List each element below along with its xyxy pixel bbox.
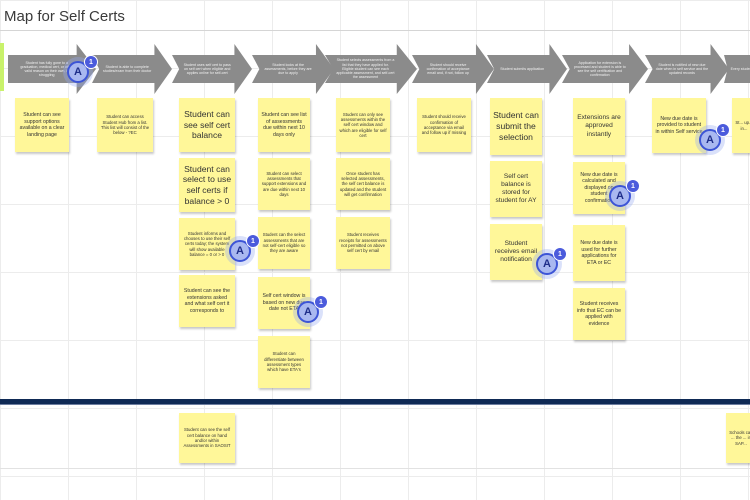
collaborator-count-badge: 1 <box>716 123 730 137</box>
sticky-note[interactable]: Student can see list of assessments due … <box>258 98 310 152</box>
step-text: Student looks at the assessments, before… <box>264 62 312 76</box>
lane-divider-shadow <box>0 404 750 405</box>
collaborator-count-badge: 1 <box>626 179 640 193</box>
collaborator-count-badge: 1 <box>314 295 328 309</box>
step-text: Student is notified of new due date when… <box>655 62 709 76</box>
sticky-note[interactable]: Student can submit the selection <box>490 98 542 155</box>
sticky-note[interactable]: Student can see the self cert balance on… <box>179 413 235 463</box>
sticky-note[interactable]: Self cert balance is stored for student … <box>490 161 542 217</box>
collaborator-avatar[interactable]: A <box>699 129 721 151</box>
sticky-note[interactable]: Student can the select assessments that … <box>258 217 310 269</box>
sticky-note[interactable]: New due date is used for further applica… <box>573 225 625 281</box>
step-text: Student has fully gone to a graduation, … <box>20 60 74 78</box>
sticky-note[interactable]: Student receives info that EC can be app… <box>573 288 625 340</box>
sticky-note[interactable]: Extensions are approved instantly <box>573 98 625 155</box>
collaborator-avatar[interactable]: A <box>67 61 89 83</box>
sticky-note[interactable]: Student can access Student Hub from a li… <box>97 98 153 152</box>
collaborator-avatar[interactable]: A <box>297 301 319 323</box>
sticky-note[interactable]: Once student has selected assessments, t… <box>336 158 390 210</box>
sticky-note[interactable]: Student can select to use self certs if … <box>179 158 235 212</box>
collaborator-count-badge: 1 <box>553 247 567 261</box>
sticky-note[interactable]: Student receives email notification <box>490 224 542 280</box>
sticky-note[interactable]: Student informs and chooses to use their… <box>179 218 235 270</box>
sticky-note[interactable]: Student receives receipts for assessment… <box>336 217 390 269</box>
collaborator-avatar[interactable]: A <box>536 253 558 275</box>
collaborator-count-badge: 1 <box>246 234 260 248</box>
step-text: Student should receive confirmation of a… <box>426 62 470 76</box>
title-divider <box>0 30 750 31</box>
sticky-note[interactable]: Student should receive confirmation of a… <box>417 98 471 152</box>
lane-grid-line <box>0 468 750 469</box>
sticky-note[interactable]: Student can see support options availabl… <box>15 98 69 152</box>
step-text: Application for extension is processed a… <box>573 60 626 78</box>
collaborator-count-badge: 1 <box>84 55 98 69</box>
board-title: Map for Self Certs <box>4 8 125 25</box>
sticky-note[interactable]: Schools can ... the ... in SAP... <box>726 413 750 463</box>
sticky-note[interactable]: Student can see self cert balance <box>179 98 235 152</box>
sticky-note[interactable]: St... up... in... <box>732 98 750 153</box>
sticky-note[interactable]: Student can only see assessments within … <box>336 98 390 152</box>
sticky-note[interactable]: Student can differentiate between assess… <box>258 336 310 388</box>
sticky-note[interactable]: Student can see the extensions asked and… <box>179 275 235 327</box>
step-text: Student selects assessments from a list … <box>336 58 395 80</box>
sticky-note[interactable]: New due date is provided to student in w… <box>652 98 706 153</box>
collaborator-avatar[interactable]: A <box>229 240 251 262</box>
step-text: Every student <box>730 66 750 71</box>
step-text: Student uses self cert to pass on self c… <box>183 62 231 76</box>
step-text: Student is able to complete studies/exam… <box>103 64 152 73</box>
step-text: Student submits application <box>500 66 545 71</box>
lane-divider <box>0 399 750 404</box>
frame-accent <box>0 43 4 91</box>
sticky-note[interactable]: Student can select assessments that supp… <box>258 158 310 210</box>
sticky-note[interactable]: Self cert window is based on new due dat… <box>258 277 310 329</box>
collaborator-avatar[interactable]: A <box>609 185 631 207</box>
